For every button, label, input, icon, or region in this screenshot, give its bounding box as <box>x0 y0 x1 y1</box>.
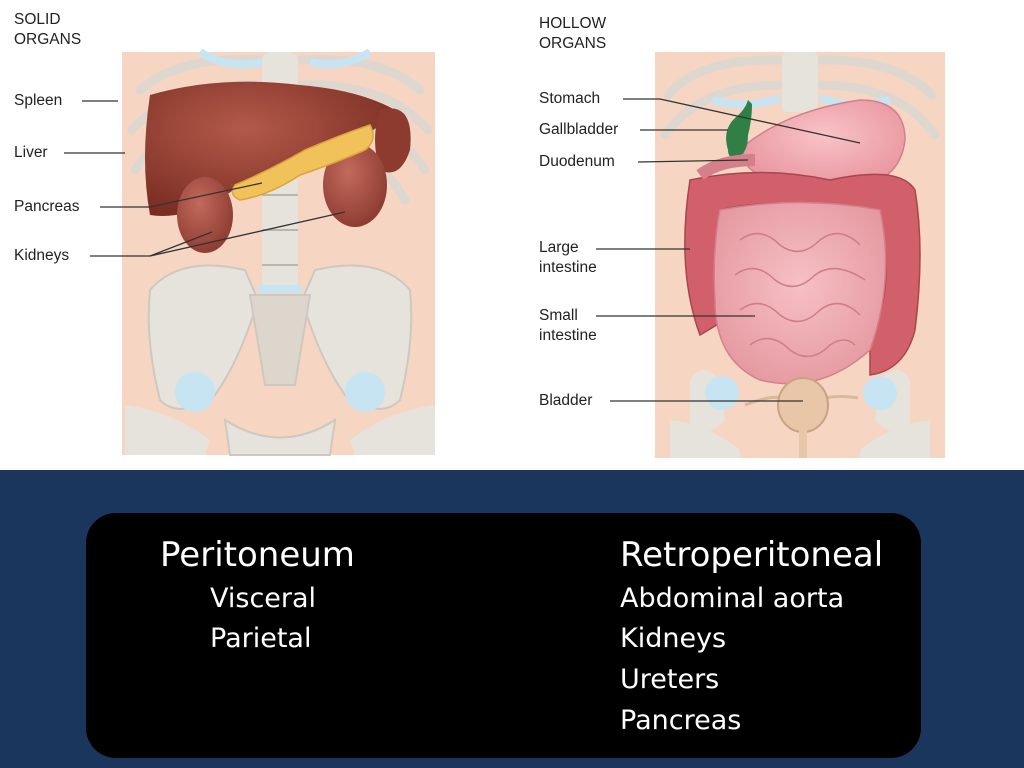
peritoneum-heading: Peritoneum <box>160 535 355 575</box>
pancreas-organ <box>231 124 374 201</box>
hollow-organs-heading: HOLLOW ORGANS <box>539 14 606 54</box>
label-pancreas: Pancreas <box>14 198 80 215</box>
retroperitoneal-item: Ureters <box>620 664 720 695</box>
bladder-organ <box>777 377 829 433</box>
retroperitoneal-heading: Retroperitoneal <box>620 535 884 575</box>
hollow-heading-line-2: ORGANS <box>539 35 607 52</box>
solid-heading-line-2: ORGANS <box>14 31 82 48</box>
retroperitoneal-item: Abdominal aorta <box>620 583 845 614</box>
kidney-right-organ <box>323 143 387 227</box>
label-bladder: Bladder <box>539 392 593 409</box>
solid-leader-lines <box>64 100 346 257</box>
spleen-organ <box>375 108 411 173</box>
pelvis-left-ilium-l <box>147 264 260 410</box>
solid-heading-line-1: SOLID <box>14 11 61 28</box>
kidney-left-organ <box>177 177 233 253</box>
terms-panel: Peritoneum Visceral Parietal Retroperito… <box>86 513 921 758</box>
large-intestine-line-2: intestine <box>539 259 597 276</box>
large-intestine-line-1: Large <box>539 239 579 256</box>
label-gallbladder: Gallbladder <box>539 121 619 138</box>
label-small-intestine: Small intestine <box>539 306 597 346</box>
label-large-intestine: Large intestine <box>539 238 597 278</box>
small-intestine-organ <box>713 201 887 385</box>
gallbladder-organ <box>726 100 752 158</box>
small-intestine-line-1: Small <box>539 307 578 324</box>
anatomy-illustration <box>64 48 945 458</box>
label-stomach: Stomach <box>539 90 601 107</box>
solid-organs-heading: SOLID ORGANS <box>14 10 81 50</box>
hollow-leader-lines <box>596 98 861 402</box>
hollow-organs-figure <box>655 52 945 458</box>
hollow-heading-line-1: HOLLOW <box>539 15 607 32</box>
small-intestine-line-2: intestine <box>539 327 597 344</box>
retroperitoneal-item: Kidneys <box>620 623 727 654</box>
peritoneum-item: Visceral <box>210 583 317 614</box>
pelvis-left-ilium-r <box>300 264 413 410</box>
label-duodenum: Duodenum <box>539 153 615 170</box>
retroperitoneal-item: Pancreas <box>620 705 742 736</box>
label-kidneys: Kidneys <box>14 247 70 264</box>
anatomy-figure-area: SOLID ORGANS Spleen Liver Pancreas Kidne… <box>14 10 945 458</box>
peritoneum-item: Parietal <box>210 623 312 654</box>
solid-organs-figure <box>122 48 435 456</box>
label-spleen: Spleen <box>14 92 63 109</box>
label-liver: Liver <box>14 144 48 161</box>
sacrum-left <box>248 294 312 386</box>
